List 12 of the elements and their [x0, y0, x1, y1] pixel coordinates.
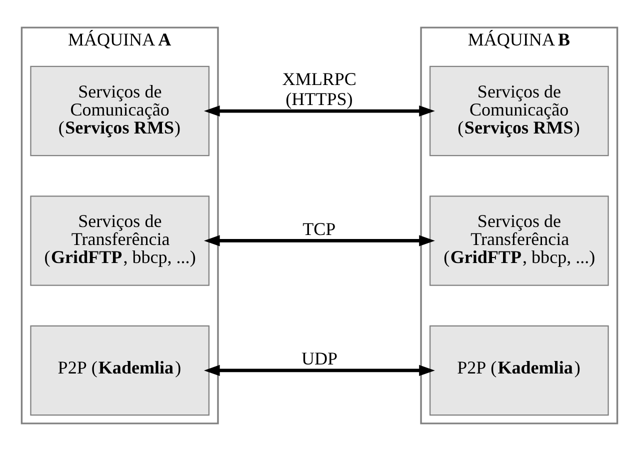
node-box: Serviços de Comunicação (Serviços RMS)	[30, 65, 210, 156]
arrow	[204, 234, 435, 246]
node-box: Serviços de Comunicação (Serviços RMS)	[429, 65, 609, 156]
edge-label: XMLRPC (HTTPS)	[282, 68, 356, 109]
edge-label: UDP	[301, 348, 338, 368]
node-box: P2P (Kademlia)	[429, 324, 609, 416]
edge-label: TCP	[302, 218, 336, 238]
node-box: Serviços de Transferência (GridFTP, bbcp, ...)	[429, 195, 609, 286]
node-box: Serviços de Transferência (GridFTP, bbcp, ...)	[30, 195, 210, 286]
node-box: P2P (Kademlia)	[30, 324, 210, 416]
arrow	[204, 104, 435, 116]
arrow	[204, 364, 435, 376]
